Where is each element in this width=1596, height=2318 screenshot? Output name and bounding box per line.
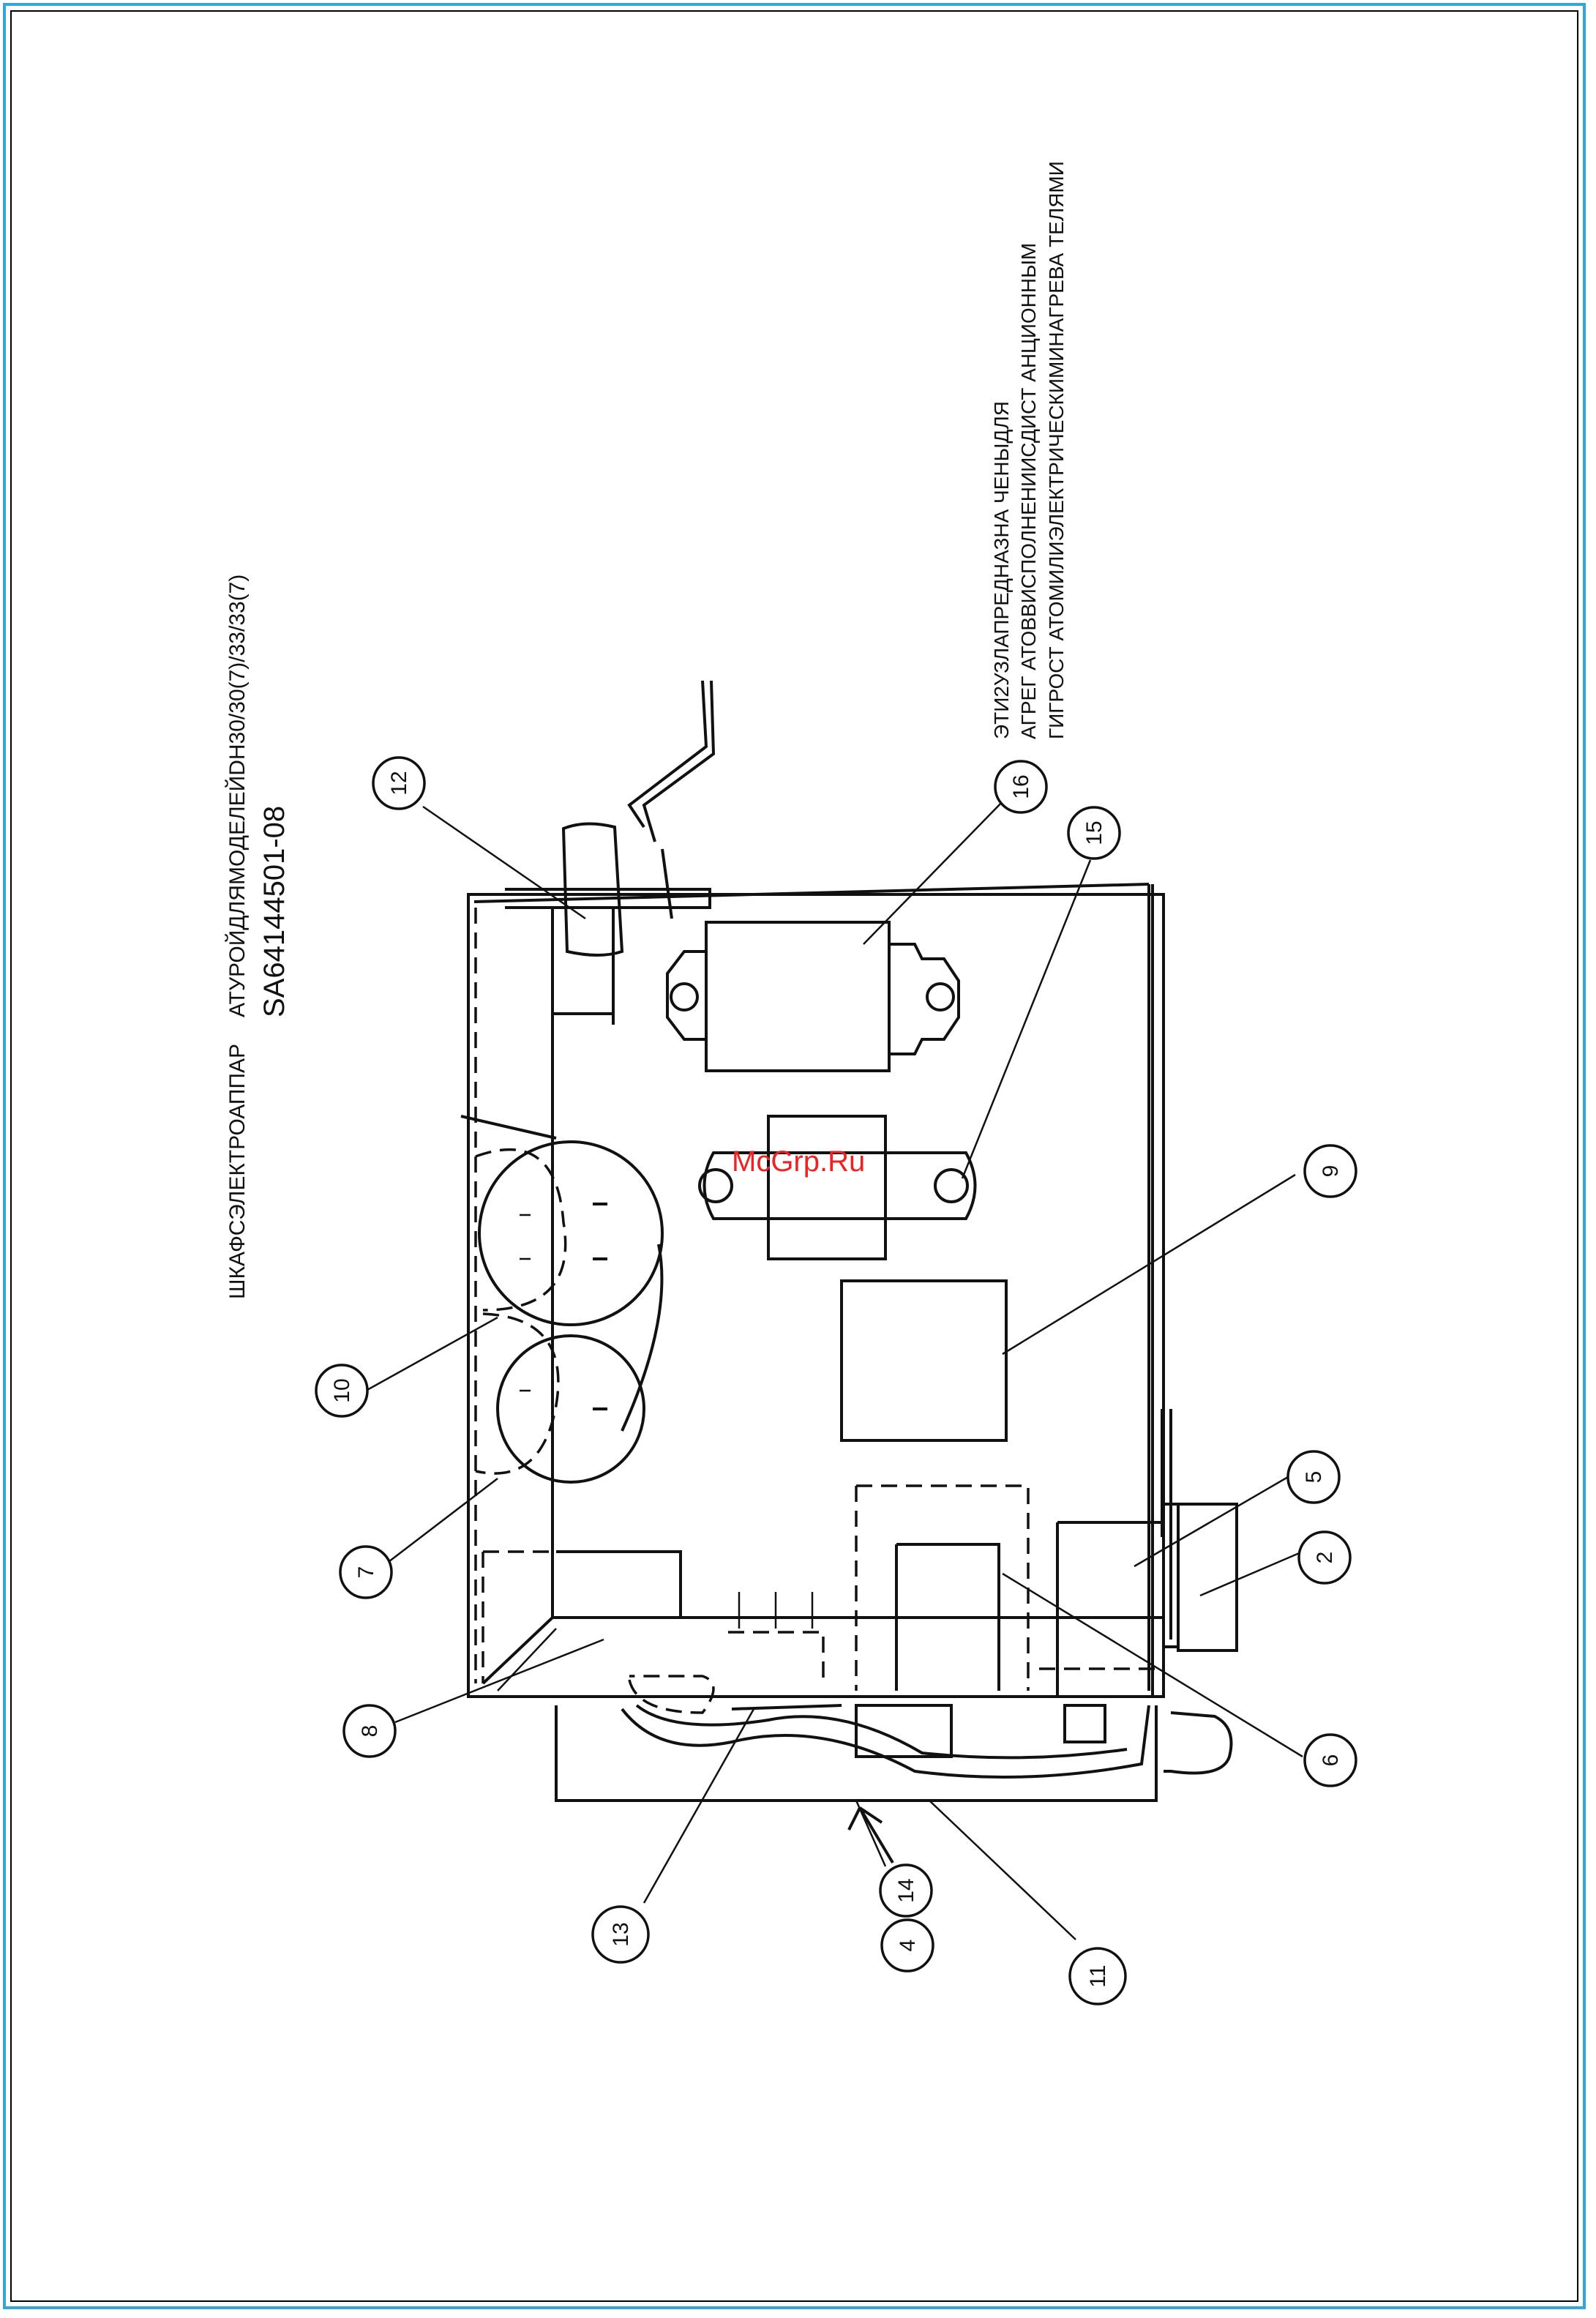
component-11-base-tray — [556, 1676, 1232, 1801]
callout-9: 9 — [1305, 1145, 1356, 1197]
component-15-bracket — [700, 1116, 975, 1259]
callout-14: 14 — [880, 1865, 932, 1916]
svg-text:13: 13 — [609, 1922, 633, 1946]
svg-text:10: 10 — [330, 1378, 354, 1402]
callout-10: 10 — [316, 1365, 367, 1416]
component-16-transformer — [667, 922, 959, 1071]
callout-8: 8 — [344, 1705, 395, 1757]
callout-6: 6 — [1305, 1735, 1356, 1786]
header-line-1: ШКАФСЭЛЕКТРОАППАР — [225, 1044, 250, 1299]
svg-text:16: 16 — [1009, 774, 1033, 799]
svg-text:12: 12 — [387, 771, 411, 795]
svg-text:6: 6 — [1319, 1754, 1343, 1767]
svg-text:7: 7 — [354, 1566, 378, 1579]
svg-text:4: 4 — [896, 1940, 920, 1952]
callout-2: 2 — [1299, 1532, 1350, 1583]
callout-7: 7 — [340, 1547, 391, 1598]
note-line-3: ГИГРОСТ АТОМИЛИЭЛЕКТРИЧЕСКИМИНАГРЕВА ТЕЛ… — [1045, 161, 1068, 739]
note-line-2: АГРЕГ АТОВВИСПОЛНЕНИИСДИСТ АНЦИОННЫМ — [1017, 243, 1040, 739]
component-10-round-units — [461, 1116, 662, 1482]
component-6-terminal — [728, 1486, 1028, 1691]
svg-text:11: 11 — [1086, 1964, 1110, 1987]
header-line-3: SA64144501-08 — [258, 806, 291, 1017]
component-12-shaft — [505, 681, 713, 955]
cabinet-body — [468, 884, 1164, 1697]
header-line-2: АТУРОЙДЛЯМОДЕЛЕЙDН30/30(7)/33/33(7) — [225, 575, 250, 1017]
svg-text:14: 14 — [894, 1878, 918, 1902]
callout-16: 16 — [995, 761, 1046, 812]
component-5-block — [1057, 1409, 1237, 1698]
callout-12: 12 — [373, 758, 424, 809]
svg-text:5: 5 — [1302, 1471, 1326, 1484]
callout-15: 15 — [1068, 807, 1120, 859]
component-9-module — [842, 1281, 1006, 1440]
svg-text:2: 2 — [1313, 1552, 1337, 1564]
callout-4: 4 — [882, 1920, 933, 1971]
svg-text:9: 9 — [1319, 1165, 1343, 1178]
svg-text:15: 15 — [1082, 820, 1106, 845]
callout-13: 13 — [593, 1907, 648, 1962]
note-line-1: ЭТИ2УЗЛАПРЕДНАЗНА ЧЕНЫДЛЯ — [990, 401, 1013, 739]
watermark-text: McGrp.Ru — [732, 1145, 865, 1178]
callout-5: 5 — [1288, 1451, 1339, 1503]
svg-text:8: 8 — [358, 1725, 382, 1738]
callout-11: 11 — [1070, 1948, 1125, 2004]
